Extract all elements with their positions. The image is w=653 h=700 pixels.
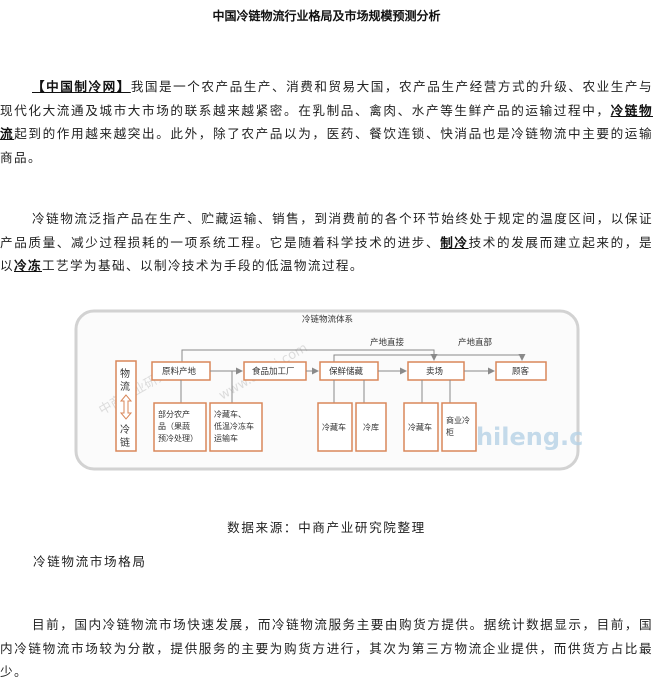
svg-text:柜: 柜 [446, 427, 454, 437]
definition-text-1: 冷链物流泛指产品在生产、贮藏运输、销售，到消费前的各个环节始终处于规定的温度区间… [0, 211, 653, 250]
left-label-top-char-1: 物 [120, 367, 130, 380]
svg-text:低温冷冻车: 低温冷冻车 [214, 421, 254, 431]
node-customer: 顾客 [495, 361, 547, 381]
svg-text:部分农产: 部分农产 [158, 409, 190, 419]
source-tag[interactable]: 【中国制冷网】 [32, 79, 131, 94]
intro-text-1: 我国是一个农产品生产、消费和贸易大国，农产品生产经营方式的升级、农业生产与现代化… [0, 79, 653, 118]
svg-text:运输车: 运输车 [214, 433, 238, 443]
keyword-link-refrigeration[interactable]: 制冷 [440, 234, 469, 250]
svg-text:商业冷: 商业冷 [446, 415, 470, 425]
svg-text:冷库: 冷库 [363, 422, 379, 432]
node-raw-material: 原料产地 [151, 361, 211, 381]
svg-text:食品加工厂: 食品加工厂 [252, 366, 295, 377]
diagram-title: 冷链物流体系 [302, 314, 353, 325]
definition-text-2: 技术的发展而建立起来的，是以 [0, 234, 653, 274]
sub-cold-store: 冷库 [355, 402, 387, 452]
svg-text:顾客: 顾客 [512, 366, 530, 377]
paragraph-intro: 【中国制冷网】我国是一个农产品生产、消费和贸易大国，农产品生产经营方式的升级、农… [0, 75, 653, 169]
bypass-arrow-origin [333, 354, 526, 362]
svg-text:冷藏车: 冷藏车 [408, 422, 432, 432]
cold-chain-system-diagram: zhileng.com 中商产业研究院 www.askci.com 冷链物流体系… [74, 309, 582, 471]
paragraph-definition: 冷链物流泛指产品在生产、贮藏运输、销售，到消费前的各个环节始终处于规定的温度区间… [0, 207, 653, 278]
svg-text:预冷处理）: 预冷处理） [158, 433, 198, 443]
keyword-link-freezing[interactable]: 冷冻 [14, 258, 42, 273]
figure-caption: 数据来源：中商产业研究院整理 [227, 520, 426, 535]
definition-text-3: 工艺学为基础、以制冷技术为手段的低温物流过程。 [42, 258, 364, 273]
node-food-factory: 食品加工厂 [243, 361, 307, 381]
node-fresh-storage: 保鲜储藏 [319, 361, 379, 381]
left-label-top-char-2: 流 [120, 380, 130, 393]
section-heading: 冷链物流市场格局 [33, 554, 147, 569]
left-label-bottom-char-2: 链 [120, 436, 130, 449]
svg-text:保鲜储藏: 保鲜储藏 [329, 366, 364, 377]
sub-precool: 部分农产 品（果蔬 预冷处理） [153, 402, 207, 452]
keyword-link-cold-chain[interactable]: 冷链物流 [0, 102, 653, 142]
paragraph-market: 目前，国内冷链物流市场快速发展，而冷链物流服务主要由购货方提供。据统计数据显示，… [0, 617, 653, 679]
sub-cold-truck-1: 冷藏车 [317, 402, 353, 452]
svg-text:冷藏车: 冷藏车 [322, 422, 346, 432]
double-arrow-icon [119, 394, 133, 420]
route-label-origin: 产地直部 [458, 337, 493, 348]
svg-text:原料产地: 原料产地 [162, 366, 197, 377]
svg-text:冷藏车、: 冷藏车、 [214, 409, 246, 419]
svg-text:品（果蔬: 品（果蔬 [158, 421, 190, 431]
svg-text:卖场: 卖场 [426, 367, 443, 377]
left-label-bottom-char-1: 冷 [120, 423, 130, 436]
sub-cold-truck-2: 冷藏车 [403, 402, 439, 452]
intro-text-2: 起到的作用越来越突出。此外，除了农产品以为，医药、餐饮连锁、快消品也是冷链物流中… [0, 126, 653, 165]
watermark-logo: zhileng.com [462, 423, 582, 451]
sub-trucks: 冷藏车、 低温冷冻车 运输车 [209, 402, 263, 452]
node-store: 卖场 [407, 361, 465, 381]
route-label-direct: 产地直接 [370, 337, 405, 348]
document-title: 中国冷链物流行业格局及市场规模预测分析 [212, 9, 441, 23]
sub-display-cabinet: 商业冷 柜 [441, 402, 477, 452]
